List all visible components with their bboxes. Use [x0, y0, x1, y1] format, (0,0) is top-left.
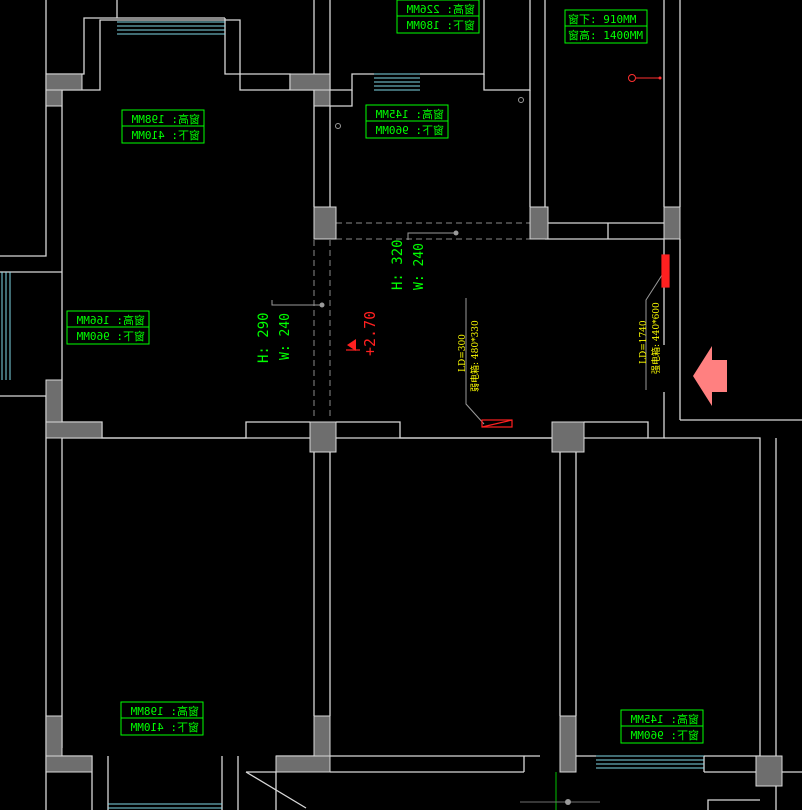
column [45, 755, 93, 773]
fixture-point [565, 799, 571, 805]
window-label-upper-left-room: 窗高: 198MM 窗下: 410MM [121, 109, 205, 144]
window-left-wall [1, 272, 11, 380]
wall-right-lower-outer [664, 437, 761, 760]
window-label-upper-middle-room-line1: 窗高: 145MM [375, 107, 444, 121]
window-label-top-center-line1: 窗高: 226MM [406, 2, 475, 16]
elevation-value: +2.70 [361, 311, 379, 356]
window-label-lower-right-room-line2: 窗下: 960MM [630, 728, 699, 742]
window-label-upper-left-room-line2: 窗下: 410MM [131, 128, 200, 142]
column [529, 206, 549, 240]
column [313, 206, 337, 240]
window-label-left-wall: 窗高: 166MM 窗下: 960MM [66, 310, 150, 345]
column [663, 206, 681, 240]
window-label-left-wall-line1: 窗高: 166MM [76, 313, 145, 327]
socket-marker-icon [628, 74, 662, 82]
opening-dimension-left-w: W: 240 [278, 313, 293, 360]
window-label-top-right-line1: 窗下: 910MM [568, 12, 637, 26]
column [289, 73, 331, 91]
window-label-top-right: 窗下: 910MM 窗高: 1400MM [564, 9, 648, 44]
window-label-top-right-line2: 窗高: 1400MM [568, 28, 643, 42]
window-label-lower-left-room: 窗高: 198MM 窗下: 410MM [120, 701, 204, 736]
weak-current-box-line2: 弱电箱: 480*330 [469, 320, 481, 392]
weak-current-box-diag [481, 419, 513, 428]
column [45, 73, 83, 91]
window-label-lower-left-room-line1: 窗高: 198MM [130, 704, 199, 718]
windows [1, 21, 704, 809]
strong-current-box [661, 254, 670, 288]
window-label-left-wall-line2: 窗下: 960MM [76, 329, 145, 343]
column [755, 755, 783, 787]
fixture-circle [335, 123, 341, 129]
weak-current-box-line1: LD=300 [458, 334, 468, 372]
leader-opening-center [407, 232, 456, 240]
column [45, 421, 103, 439]
window-top-left [117, 21, 225, 35]
entry-arrow-icon [693, 346, 727, 406]
column [559, 715, 577, 773]
leader-opening-left [271, 300, 322, 306]
elevation-marker: +2.70 [346, 311, 379, 356]
window-label-top-center-line2: 窗下: 180MM [406, 18, 475, 32]
column [309, 421, 337, 453]
window-labels: 窗高: 226MM 窗下: 180MM 窗下: 910MM 窗高: 1400MM… [66, 0, 704, 744]
window-label-upper-left-room-line1: 窗高: 198MM [131, 112, 200, 126]
window-label-top-center: 窗高: 226MM 窗下: 180MM [396, 0, 480, 34]
window-label-upper-middle-room-line2: 窗下: 960MM [375, 123, 444, 137]
annotations: LD=300 弱电箱: 480*330 LD=1740 强电箱: 440*600 [458, 302, 662, 392]
leader-dot [319, 302, 325, 308]
window-bottom-right [596, 755, 704, 769]
window-label-lower-right-room-line1: 窗高: 145MM [630, 712, 699, 726]
electrical-boxes [481, 254, 670, 428]
column [551, 421, 585, 453]
wall-top-upper-left-inner [62, 19, 314, 91]
hidden-lines [313, 222, 530, 420]
weak-current-box [481, 419, 513, 428]
wall-bottom-fixture [707, 799, 760, 810]
window-top-center [374, 73, 420, 91]
opening-dimension-left-h: H: 290 [256, 312, 272, 363]
window-bottom-left [108, 803, 222, 809]
strong-current-box-line1: LD=1740 [639, 320, 649, 364]
columns [45, 73, 783, 787]
leader-strong-box [645, 271, 665, 390]
opening-dimension-center-w: W: 240 [412, 243, 427, 290]
dimension-labels: H: 290 W: 240 H: 320 W: 240 [256, 239, 427, 363]
wall-central-step-b [330, 90, 353, 107]
column [275, 755, 331, 773]
leader-dot [453, 230, 459, 236]
leaders [271, 232, 665, 425]
window-label-lower-left-room-line2: 窗下: 410MM [130, 720, 199, 734]
window-label-lower-right-room: 窗高: 145MM 窗下: 960MM [620, 709, 704, 744]
strong-current-box-line2: 强电箱: 440*600 [650, 302, 662, 374]
wall-central-step [330, 73, 374, 91]
fixture-circle [518, 97, 524, 103]
opening-dimension-center-h: H: 320 [390, 239, 406, 290]
window-label-upper-middle-room: 窗高: 145MM 窗下: 960MM [365, 104, 449, 139]
wall-upper-middle-top-right-b [483, 0, 531, 91]
leader-weak-box [465, 298, 485, 425]
